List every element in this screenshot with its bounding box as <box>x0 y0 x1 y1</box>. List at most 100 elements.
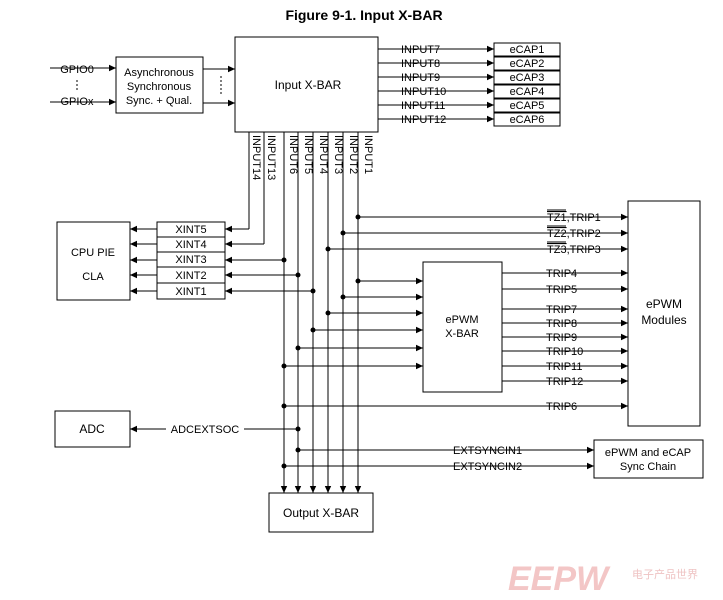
ecap3-label: eCAP3 <box>510 72 545 84</box>
junction-input5-epwmxbar <box>295 345 301 351</box>
input2-label: INPUT2 <box>347 135 359 174</box>
bus-to-epwm-xbar <box>281 277 423 370</box>
watermark: EEPW 电子产品世界 <box>508 560 698 598</box>
tz2-name: TZ2 <box>547 228 567 240</box>
trip6-label: TRIP6 <box>546 401 577 413</box>
tz-signals: TZ1,TRIP1 TZ2,TRIP2 TZ3,TRIP3 <box>325 209 628 256</box>
input8-label: INPUT8 <box>401 58 440 70</box>
adc-label: ADC <box>79 422 105 436</box>
ecap2-box <box>493 56 561 71</box>
epwm-modules-label-2: Modules <box>641 313 686 327</box>
junction-tz1 <box>355 214 361 220</box>
output-xbar-label: Output X-BAR <box>283 506 359 520</box>
trip12-label: TRIP12 <box>546 376 583 388</box>
cpu-pie-label: CPU PIE <box>71 247 115 259</box>
trip2-name: ,TRIP2 <box>567 228 601 240</box>
input14-label: INPUT14 <box>250 135 262 180</box>
junction-input3-epwmxbar <box>325 310 331 316</box>
trip1-name: ,TRIP1 <box>567 212 601 224</box>
junction-extsyncin1 <box>295 447 301 453</box>
xint3-label: XINT3 <box>175 254 206 266</box>
input11-label: INPUT11 <box>401 100 445 112</box>
ecap1-box <box>493 42 561 57</box>
junction-trip6 <box>281 403 287 409</box>
output-xbar-block <box>268 492 374 533</box>
extsyncin1-label: EXTSYNCIN1 <box>453 445 522 457</box>
junction-adcextsoc <box>295 426 301 432</box>
epwm-modules-block <box>627 200 701 427</box>
async-line-2: Synchronous <box>127 81 192 93</box>
trip8-label: TRIP8 <box>546 318 577 330</box>
junction-input4-epwmxbar <box>310 327 316 333</box>
trip4-label: TRIP4 <box>546 268 577 280</box>
input3-label: INPUT3 <box>332 135 344 174</box>
ecap6-box <box>493 112 561 127</box>
junction-extsyncin2 <box>281 463 287 469</box>
ecap4-box <box>493 84 561 99</box>
junction-input4-xint1 <box>310 288 316 294</box>
trip10-label: TRIP10 <box>546 346 583 358</box>
ecap5-label: eCAP5 <box>510 100 545 112</box>
tz1-label: TZ1,TRIP1 <box>547 212 601 224</box>
tz2-label: TZ2,TRIP2 <box>547 228 601 240</box>
sync-chain-block <box>593 439 704 479</box>
input13-label: INPUT13 <box>265 135 277 180</box>
junction-input5-xint2 <box>295 272 301 278</box>
trip-outputs: TRIP4 TRIP5 TRIP7 TRIP8 TRIP9 TRIP10 TRI… <box>502 268 628 388</box>
input6-label: INPUT6 <box>287 135 299 174</box>
xint1-label: XINT1 <box>175 286 206 298</box>
async-line-1: Asynchronous <box>124 67 194 79</box>
epwm-xbar-block <box>422 261 503 393</box>
adcextsoc-label-bg <box>166 420 244 436</box>
tz1-name: TZ1 <box>547 212 567 224</box>
watermark-logo: EEPW <box>508 560 611 598</box>
extsyncin2-label: EXTSYNCIN2 <box>453 461 522 473</box>
trip9-label: TRIP9 <box>546 332 577 344</box>
adc-block <box>54 410 131 448</box>
ecap5-box <box>493 98 561 113</box>
ecap6-label: eCAP6 <box>510 114 545 126</box>
trip7-label: TRIP7 <box>546 304 577 316</box>
input12-label: INPUT12 <box>401 114 446 126</box>
sync-chain-label-1: ePWM and eCAP <box>605 447 691 459</box>
input7-label: INPUT7 <box>401 44 440 56</box>
input-xbar-block <box>234 36 379 133</box>
epwm-modules-label-1: ePWM <box>646 297 682 311</box>
epwm-xbar-label-1: ePWM <box>446 314 479 326</box>
tz3-label: TZ3,TRIP3 <box>547 244 601 256</box>
tz3-name: TZ3 <box>547 244 567 256</box>
junction-tz2 <box>340 230 346 236</box>
cla-label: CLA <box>82 271 104 283</box>
figure-title: Figure 9-1. Input X-BAR <box>285 7 442 23</box>
junction-tz3 <box>325 246 331 252</box>
xint2-label: XINT2 <box>175 270 206 282</box>
trip11-label: TRIP11 <box>546 361 582 373</box>
xint5-label: XINT5 <box>175 224 206 236</box>
junction-input1-epwmxbar <box>355 278 361 284</box>
junction-input6-xint3 <box>281 257 287 263</box>
ecap-connections: INPUT7 INPUT8 INPUT9 INPUT10 INPUT11 INP… <box>378 42 561 127</box>
input-xbar-label: Input X-BAR <box>275 78 342 92</box>
bus-to-xint <box>225 225 316 295</box>
junction-input6-epwmxbar <box>281 363 287 369</box>
ecap2-label: eCAP2 <box>510 58 545 70</box>
gpio-top-label: GPIO0 <box>60 64 94 76</box>
trip5-label: TRIP5 <box>546 284 577 296</box>
input9-label: INPUT9 <box>401 72 440 84</box>
input4-label: INPUT4 <box>317 135 329 174</box>
async-sync-qual-block <box>115 56 204 114</box>
input5-label: INPUT5 <box>302 135 314 174</box>
ecap3-box <box>493 70 561 85</box>
trip3-name: ,TRIP3 <box>567 244 601 256</box>
adcextsoc-label: ADCEXTSOC <box>171 424 240 436</box>
vertical-input-labels: INPUT14 INPUT13 INPUT6 INPUT5 INPUT4 INP… <box>250 135 374 180</box>
ecap1-label: eCAP1 <box>510 44 545 56</box>
input1-label: INPUT1 <box>362 135 374 174</box>
cpu-pie-cla-block <box>56 221 131 301</box>
sync-chain-label-2: Sync Chain <box>620 461 676 473</box>
async-line-3: Sync. + Qual. <box>126 95 192 107</box>
xint-group: XINT5 XINT4 XINT3 XINT2 XINT1 <box>130 221 226 300</box>
junction-input2-epwmxbar <box>340 294 346 300</box>
xint4-label: XINT4 <box>175 239 206 251</box>
